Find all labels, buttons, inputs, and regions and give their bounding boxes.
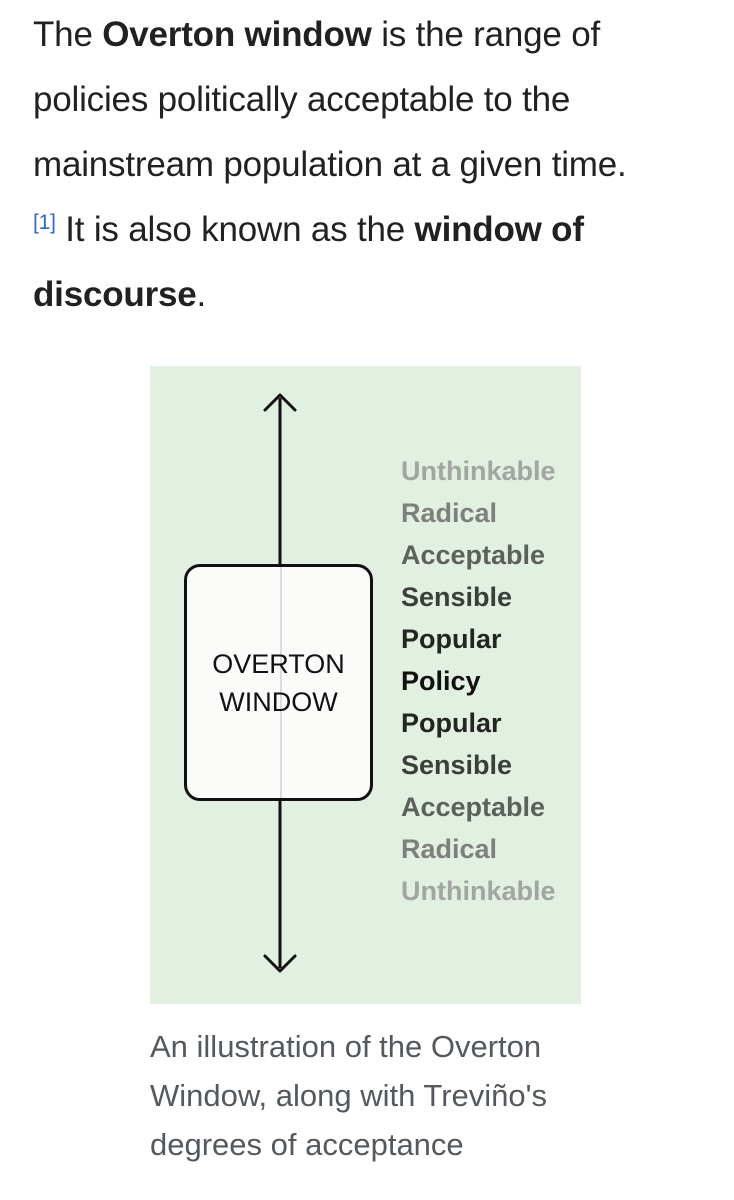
degree-popular-top: Popular [401,624,502,654]
degree-unthinkable-bottom: Unthinkable [401,876,556,906]
intro-text-start: The [33,15,103,54]
degree-policy: Policy [401,666,481,696]
arrow-down-icon [263,954,297,973]
window-divider [280,567,282,798]
window-label-line1: OVERTON [212,649,345,679]
degree-acceptable-bottom: Acceptable [401,792,546,822]
overton-window-box: OVERTON WINDOW [184,564,373,801]
intro-text-aka: It is also known as the [55,210,415,249]
window-label-line2: WINDOW [219,687,338,717]
article-intro-paragraph: The Overton window is the range of polic… [33,2,713,327]
term-window-of-discourse: window of discourse [33,210,584,314]
window-label: OVERTON WINDOW [187,645,370,721]
degree-sensible-bottom: Sensible [401,750,513,780]
degree-popular-bottom: Popular [401,708,502,738]
degree-unthinkable-top: Unthinkable [401,456,556,486]
intro-text-definition: is the range of policies politically acc… [33,15,627,184]
term-overton-window: Overton window [102,15,372,54]
degree-radical-bottom: Radical [401,834,498,864]
citation-link-1[interactable]: [1] [33,211,56,234]
intro-text-end: . [196,275,207,314]
figure-caption: An illustration of the Overton Window, a… [150,1029,548,1162]
degrees-of-acceptance-list: Unthinkable Radical Acceptable Sensible … [401,450,556,912]
degree-acceptable-top: Acceptable [401,540,546,570]
arrow-up-icon [263,393,297,412]
overton-window-figure[interactable]: OVERTON WINDOW Unthinkable Radical Accep… [150,366,581,1004]
acceptance-axis [263,393,297,973]
degree-radical-top: Radical [401,498,498,528]
degree-sensible-top: Sensible [401,582,513,612]
